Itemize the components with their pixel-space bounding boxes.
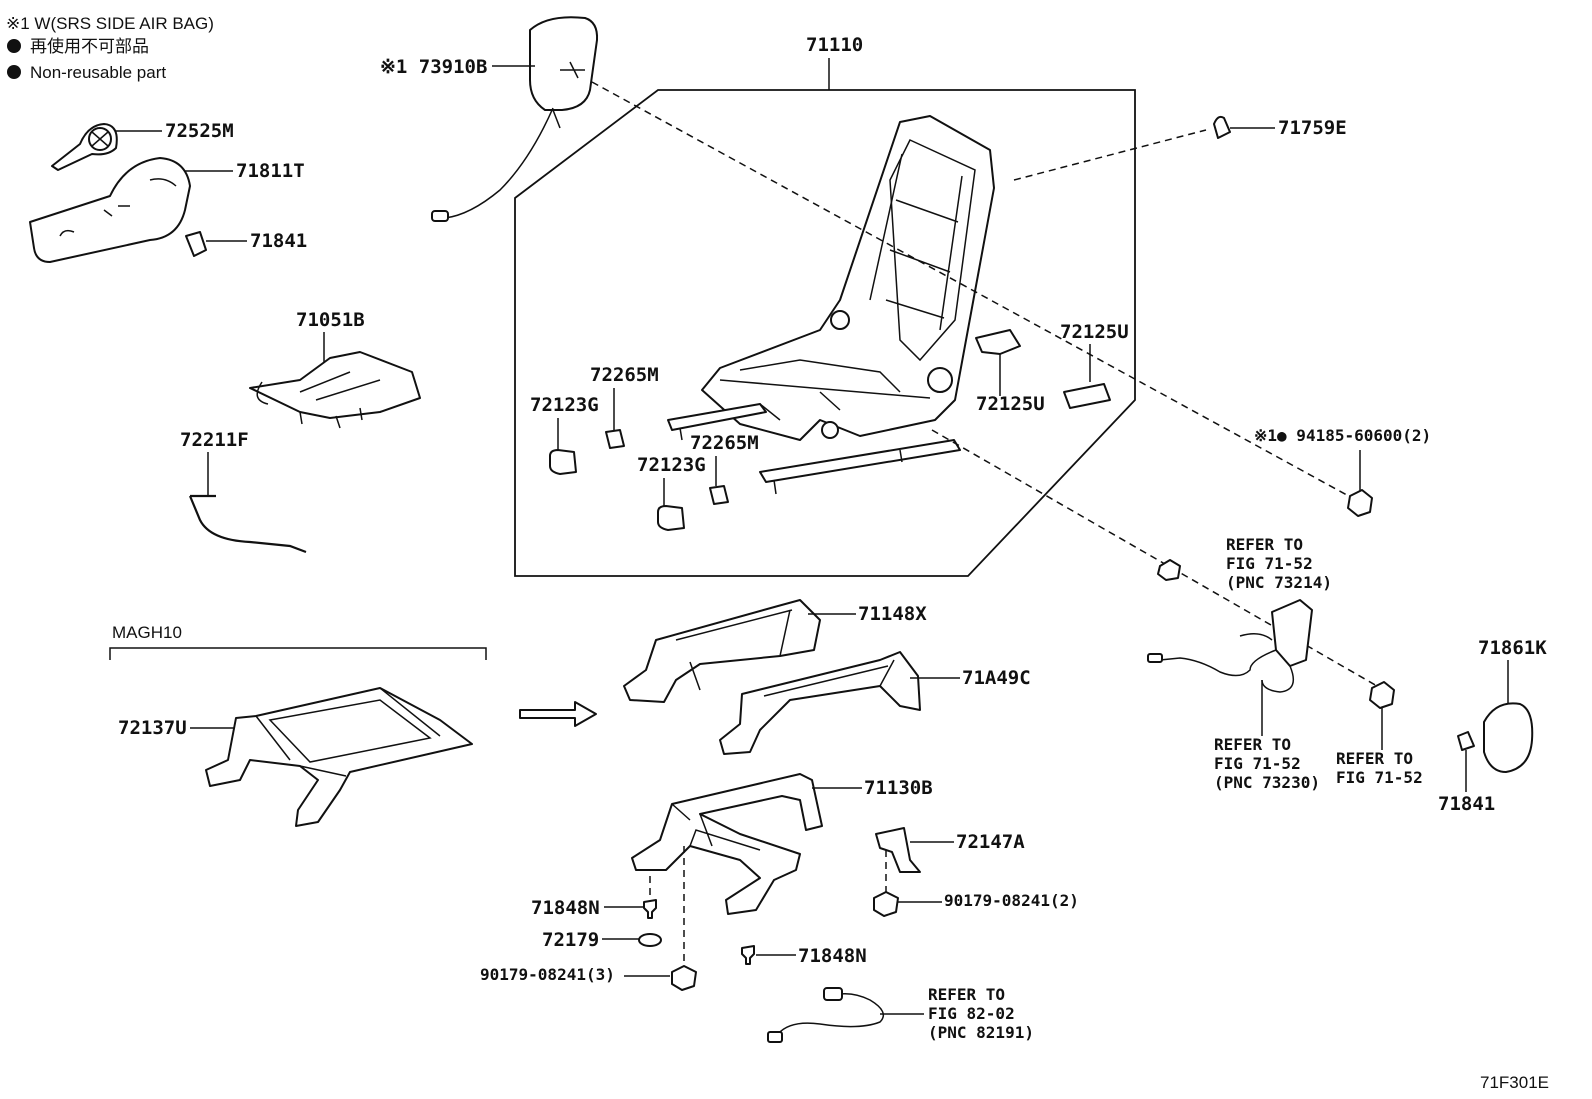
legend-srs-note: ※1 W(SRS SIDE AIR BAG) bbox=[6, 14, 214, 33]
label-71848N-right: 71848N bbox=[798, 945, 867, 967]
nut-part[interactable] bbox=[873, 891, 899, 917]
nut-part[interactable] bbox=[671, 965, 697, 991]
label-71051B: 71051B bbox=[296, 309, 365, 331]
label-71130B: 71130B bbox=[864, 777, 933, 799]
label-90179-08241-2: 90179-08241(2) bbox=[944, 891, 1079, 910]
bolt-part[interactable] bbox=[643, 899, 657, 919]
ref-73230-line3: (PNC 73230) bbox=[1214, 773, 1320, 792]
bracket-part[interactable] bbox=[1063, 383, 1111, 409]
label-71A49C: 71A49C bbox=[962, 667, 1031, 689]
side-airbag-part[interactable] bbox=[431, 16, 599, 222]
side-cover-part[interactable] bbox=[1483, 702, 1534, 773]
label-72147A: 72147A bbox=[956, 831, 1025, 853]
bushing-part[interactable] bbox=[657, 505, 685, 531]
label-72125U-left: 72125U bbox=[976, 393, 1045, 415]
bracket-part[interactable] bbox=[975, 329, 1021, 355]
assembly-boundary bbox=[514, 89, 1136, 577]
label-72123G-lower: 72123G bbox=[637, 454, 706, 476]
non-reusable-bullet-icon bbox=[7, 65, 21, 79]
stopper-part[interactable] bbox=[709, 485, 729, 505]
seat-base-frame-part[interactable] bbox=[631, 773, 823, 915]
wire-rod-part[interactable] bbox=[188, 494, 307, 554]
label-72137U: 72137U bbox=[118, 717, 187, 739]
label-72211F: 72211F bbox=[180, 429, 249, 451]
seat-belt-buckle-part[interactable] bbox=[1147, 599, 1313, 693]
label-72123G-upper: 72123G bbox=[530, 394, 599, 416]
label-94185-60600: ※1● 94185-60600(2) bbox=[1254, 426, 1431, 445]
ref-82191-line1: REFER TO bbox=[928, 985, 1005, 1004]
ref-73214-line3: (PNC 73214) bbox=[1226, 573, 1332, 592]
nut-part[interactable] bbox=[1369, 681, 1395, 709]
figure-code: 71F301E bbox=[1480, 1073, 1549, 1092]
arrow-icon bbox=[519, 701, 597, 727]
label-72265M-upper: 72265M bbox=[590, 364, 659, 386]
ref-82191-line3: (PNC 82191) bbox=[928, 1023, 1034, 1042]
washer-part[interactable] bbox=[1157, 559, 1181, 581]
front-leg-part[interactable] bbox=[623, 599, 821, 703]
recliner-knob-part[interactable] bbox=[51, 123, 118, 171]
recliner-cover-part[interactable] bbox=[29, 157, 191, 263]
bolt-part[interactable] bbox=[741, 945, 755, 965]
legend-en-note: Non-reusable part bbox=[30, 63, 166, 82]
label-72125U-right: 72125U bbox=[1060, 321, 1129, 343]
label-72265M-lower: 72265M bbox=[690, 432, 759, 454]
label-71841-right: 71841 bbox=[1438, 793, 1495, 815]
ref-82191-line2: FIG 82-02 bbox=[928, 1004, 1015, 1023]
label-71110: 71110 bbox=[806, 34, 863, 56]
stopper-part[interactable] bbox=[605, 429, 625, 449]
bracket-part[interactable] bbox=[875, 827, 921, 873]
rear-leg-part[interactable] bbox=[719, 651, 921, 755]
seat-adjuster-base-part[interactable] bbox=[205, 687, 473, 827]
label-72179: 72179 bbox=[542, 929, 599, 951]
ref-73214-line1: REFER TO bbox=[1226, 535, 1303, 554]
clip-part[interactable] bbox=[1213, 115, 1231, 139]
model-code-label: MAGH10 bbox=[112, 623, 182, 642]
cushion-spring-part[interactable] bbox=[249, 351, 421, 429]
ref-73230-line2: FIG 71-52 bbox=[1214, 754, 1301, 773]
label-72525M: 72525M bbox=[165, 120, 234, 142]
label-71759E: 71759E bbox=[1278, 117, 1347, 139]
cover-clip-part[interactable] bbox=[1457, 731, 1475, 751]
label-71841-left: 71841 bbox=[250, 230, 307, 252]
cover-clip-part[interactable] bbox=[185, 231, 207, 257]
legend-jp-note: 再使用不可部品 bbox=[30, 36, 149, 56]
ref-7152-line1: REFER TO bbox=[1336, 749, 1413, 768]
label-90179-08241-3: 90179-08241(3) bbox=[480, 965, 615, 984]
bushing-part[interactable] bbox=[549, 449, 577, 475]
ref-7152-line2: FIG 71-52 bbox=[1336, 768, 1423, 787]
ref-73230-line1: REFER TO bbox=[1214, 735, 1291, 754]
non-reusable-bullet-icon bbox=[7, 39, 21, 53]
wire-harness-part[interactable] bbox=[767, 987, 885, 1043]
label-71811T: 71811T bbox=[236, 160, 305, 182]
nut-part[interactable] bbox=[1347, 489, 1373, 517]
ref-73214-line2: FIG 71-52 bbox=[1226, 554, 1313, 573]
label-71148X: 71148X bbox=[858, 603, 927, 625]
label-73910B: ※1 73910B bbox=[380, 56, 487, 78]
label-71861K: 71861K bbox=[1478, 637, 1547, 659]
label-71848N-left: 71848N bbox=[531, 897, 600, 919]
seat-frame-part[interactable] bbox=[667, 115, 995, 495]
grommet-part[interactable] bbox=[638, 933, 662, 947]
